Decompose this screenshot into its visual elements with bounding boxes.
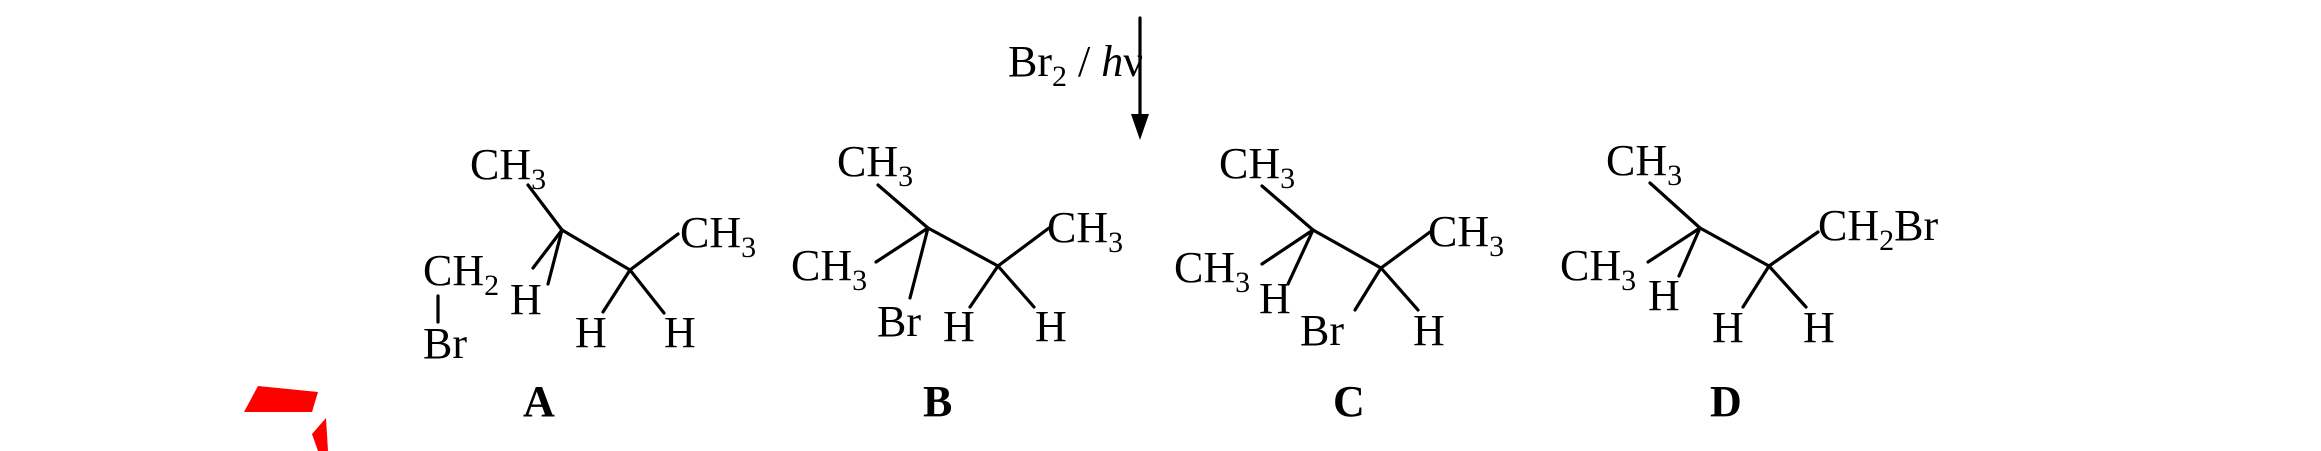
hydrogen-atom: H [510,275,542,324]
product-caption: A [523,377,555,426]
reagent-label: Br2 / hν [1008,37,1143,93]
bromine-atom: Br [423,319,467,368]
methyl-group-top: CH3 [837,137,913,193]
red-corner-fragment [244,386,318,412]
product-caption: C [1333,377,1365,426]
methylene-group-left: CH2 [423,246,499,302]
methyl-group-right: CH3 [1428,207,1504,263]
product-c: CH3 CH3 CH3 H Br H C [1174,139,1504,426]
bromomethyl-group-right: CH2Br [1818,201,1938,257]
hydrogen-atom: H [664,308,696,357]
methyl-group-left: CH3 [791,241,867,297]
hydrogen-atom: H [1803,303,1835,352]
methyl-group-top: CH3 [470,140,546,196]
hydrogen-atom: H [1712,303,1744,352]
bromine-atom: Br [877,297,921,346]
methyl-group-left: CH3 [1560,241,1636,297]
product-a: CH3 CH3 CH2 Br H H H A [423,140,756,426]
product-b: CH3 CH3 CH3 Br H H B [791,137,1123,426]
product-d: CH3 CH2Br CH3 H H H D [1560,136,1938,426]
hydrogen-atom: H [1648,271,1680,320]
methyl-group-left: CH3 [1174,243,1250,299]
hydrogen-atom: H [1259,274,1291,323]
bromine-atom: Br [1300,306,1344,355]
methyl-group-top: CH3 [1219,139,1295,195]
hydrogen-atom: H [1035,302,1067,351]
product-caption: B [923,377,952,426]
methyl-group-top: CH3 [1606,136,1682,192]
hydrogen-atom: H [1413,306,1445,355]
reaction-arrow-head [1131,114,1149,140]
product-caption: D [1710,377,1742,426]
methyl-group-right: CH3 [680,208,756,264]
red-corner-fragment [312,418,328,451]
hydrogen-atom: H [943,302,975,351]
methyl-group-right: CH3 [1047,203,1123,259]
hydrogen-atom: H [575,308,607,357]
